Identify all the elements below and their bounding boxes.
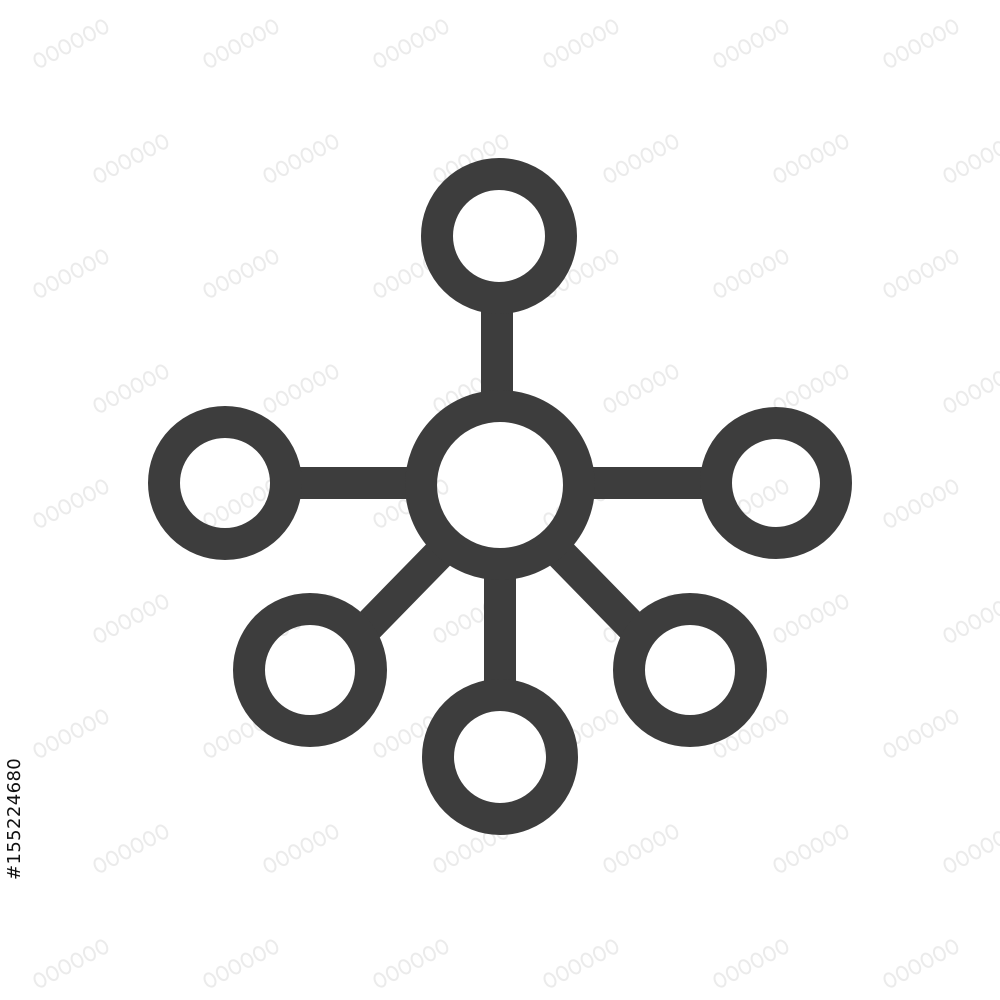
node-lower-right: [613, 593, 767, 747]
hub-center-node: [405, 390, 595, 580]
node-lower-left: [233, 593, 387, 747]
node-top: [421, 158, 577, 314]
node-bottom: [422, 679, 578, 835]
node-right: [700, 407, 852, 559]
node-left: [148, 406, 302, 560]
stock-id-label: #155224680: [4, 757, 25, 880]
